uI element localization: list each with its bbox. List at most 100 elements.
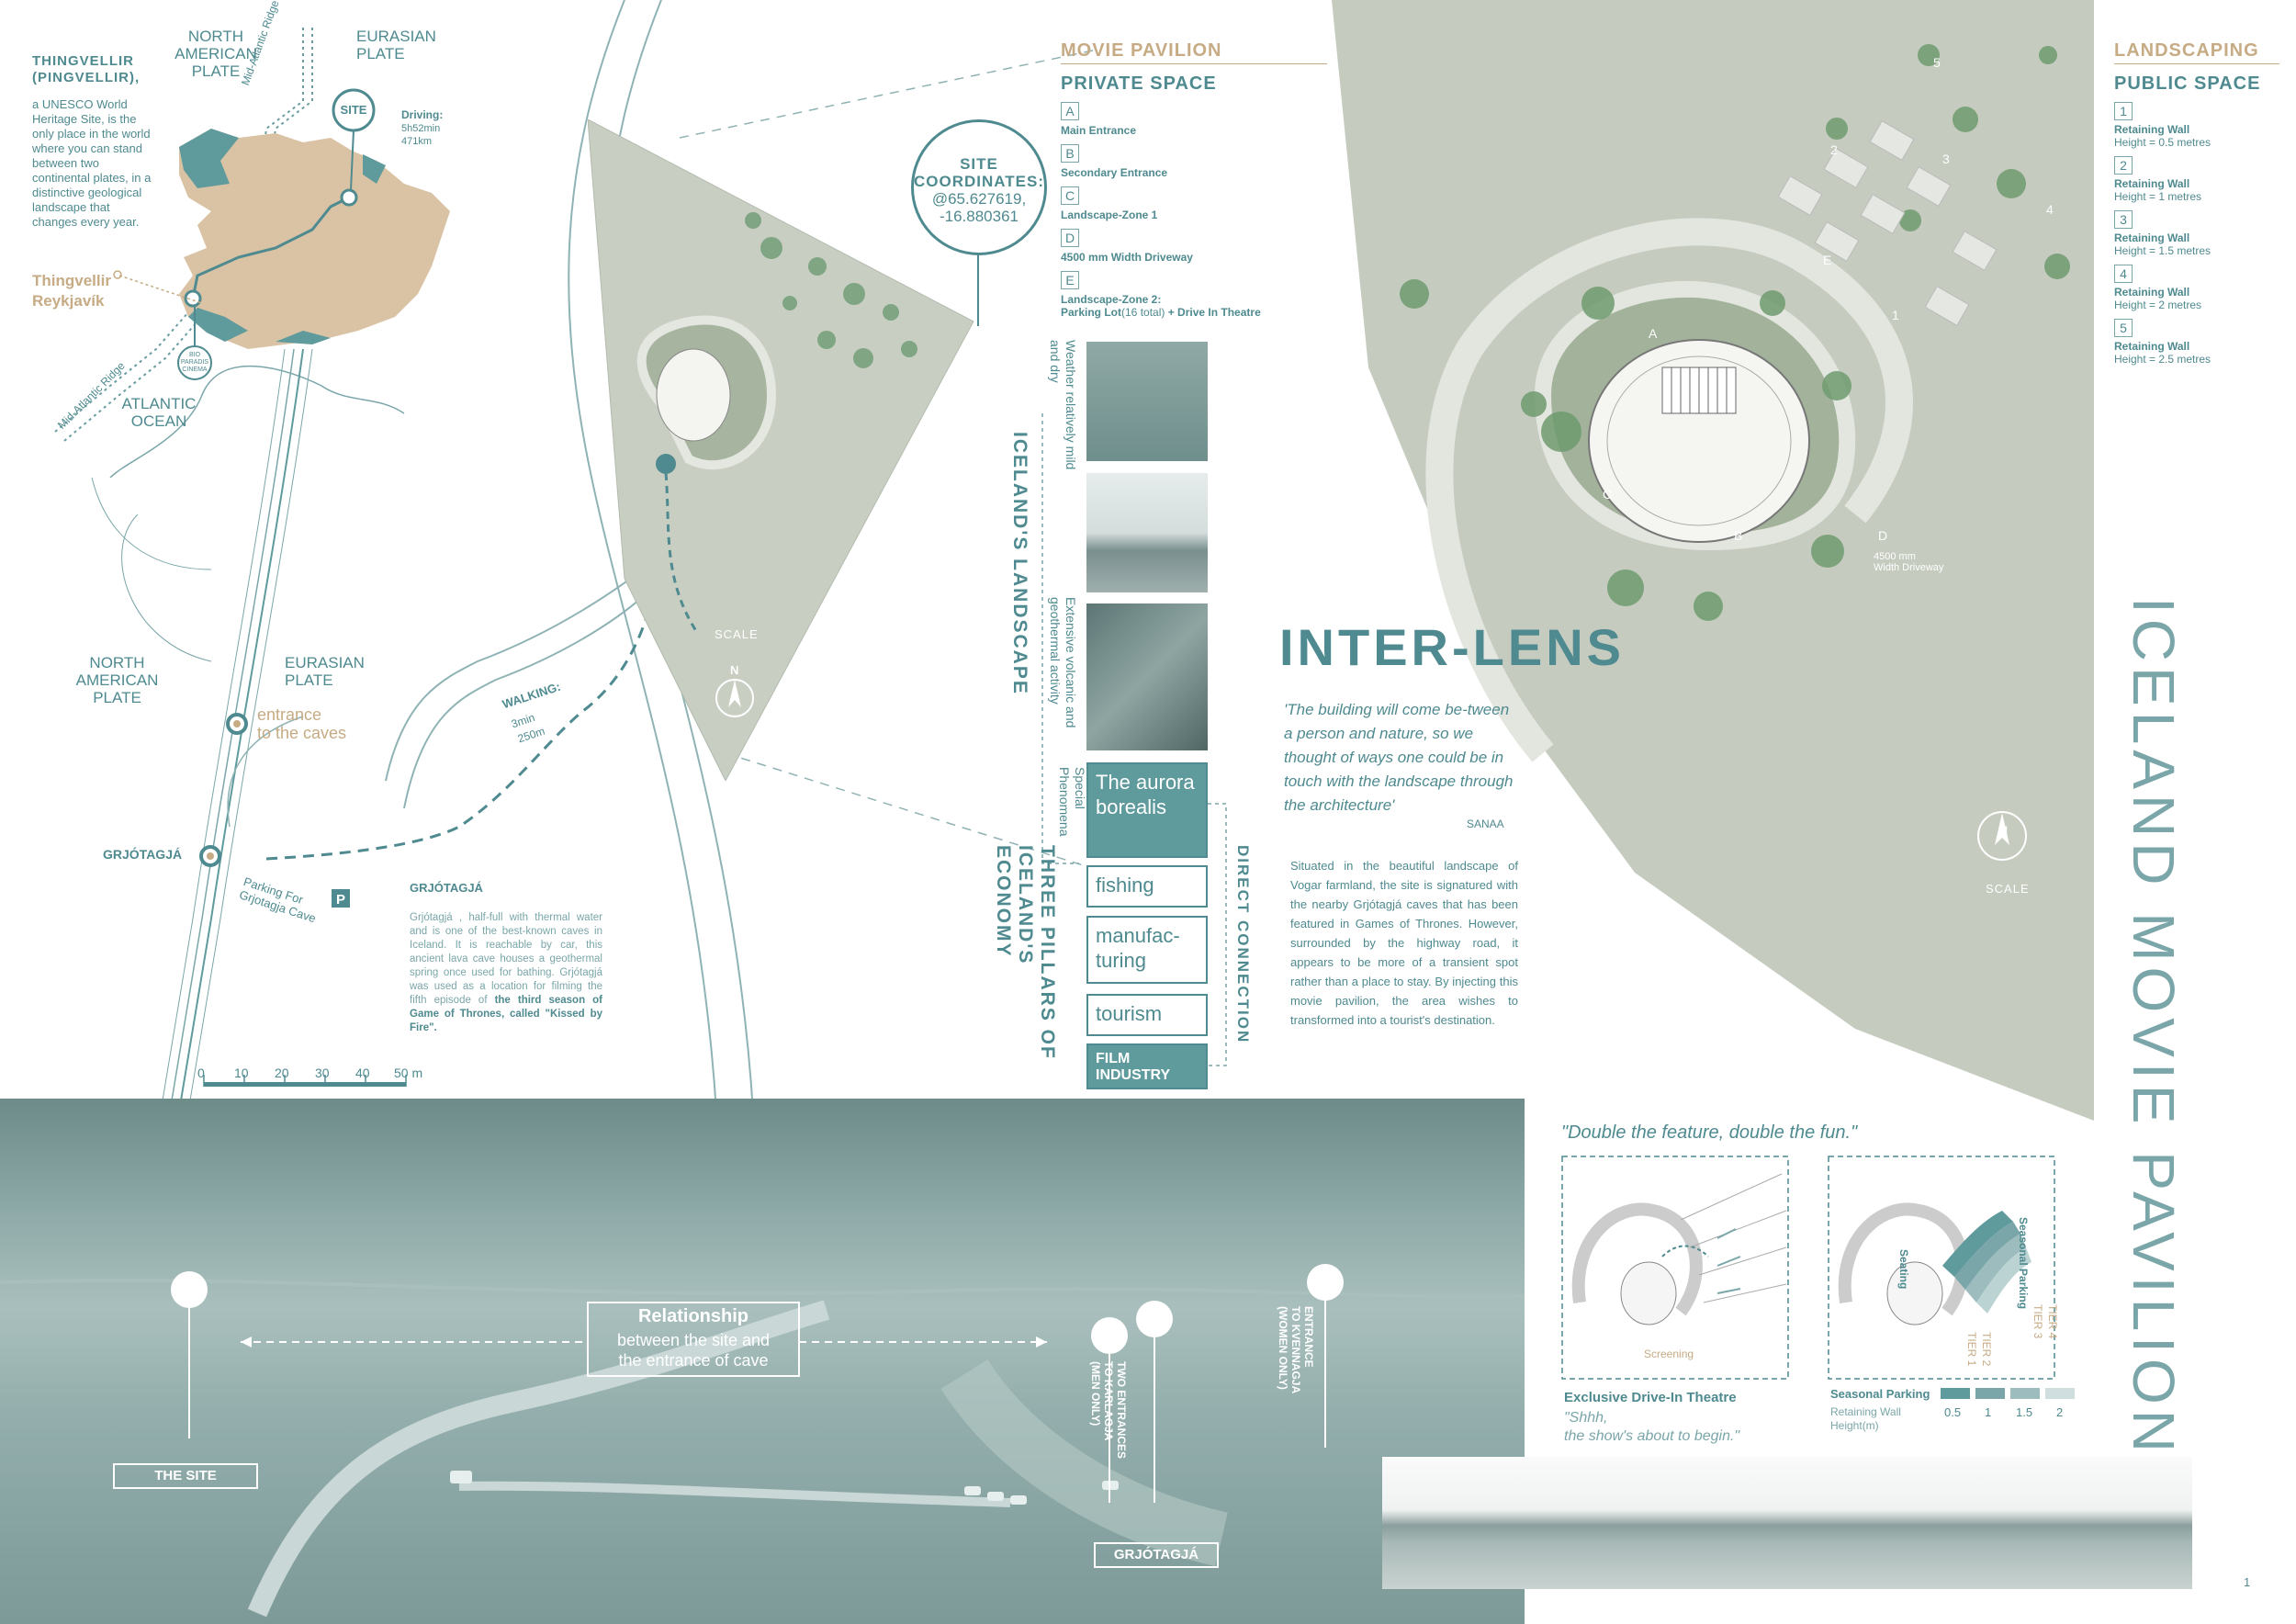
- driving-label: Driving:: [401, 108, 444, 121]
- swatch-2: [2045, 1388, 2075, 1399]
- seasonal-parking-rotated: Seasonal Parking: [2017, 1217, 2030, 1310]
- grjotagja-heading: GRJÓTAGJÁ: [410, 881, 483, 895]
- scale-bar-labels: 0 10 20 30 40 50 m: [197, 1066, 436, 1082]
- landscaping-item-detail: Height = 0.5 metres: [2114, 136, 2212, 149]
- retaining-wall-height-label: Retaining Wall Height(m): [1830, 1405, 1901, 1432]
- grjotagja-map-label: GRJÓTAGJÁ: [103, 847, 183, 862]
- legend-key: D: [1061, 229, 1079, 247]
- weather-photo: [1086, 342, 1208, 461]
- inter-lens-title: INTER-LENS: [1279, 618, 1625, 676]
- site-coordinates-value: @65.627619, -16.880361: [931, 190, 1027, 225]
- grjotagja-description: Grjótagjá , half-full with thermal water…: [410, 911, 602, 1035]
- landscaping-item-3: 3 Retaining Wall Height = 1.5 metres: [2114, 210, 2279, 257]
- iceland-landmass: [179, 129, 450, 349]
- landscaping-item-detail: Height = 1.5 metres: [2114, 244, 2212, 257]
- legend-item-a: A Main Entrance: [1061, 102, 1327, 137]
- site-coordinates-label: SITE COORDINATES:: [914, 155, 1045, 190]
- landscape-photo: [1086, 473, 1208, 592]
- legend-key: A: [1061, 102, 1079, 120]
- scale-tick: 10: [234, 1066, 249, 1080]
- thingvellir-description: a UNESCO World Heritage Site, is the onl…: [32, 97, 152, 229]
- plan-label-3: 3: [1942, 152, 1950, 166]
- inter-lens-body: Situated in the beautiful landscape of V…: [1290, 859, 1518, 1027]
- landscaping-item-2: 2 Retaining Wall Height = 1 metres: [2114, 156, 2279, 203]
- atlantic-ocean: ATLANTIC OCEAN: [121, 395, 197, 430]
- landscaping-item-detail: Height = 2 metres: [2114, 299, 2202, 311]
- iceland-map-panel: THINGVELLIR (PINGVELLIR), a UNESCO World…: [0, 0, 478, 479]
- svg-text:P: P: [336, 892, 345, 908]
- north-american-plate-top: NORTH AMERICAN PLATE: [174, 28, 257, 80]
- grjotagja-bold: the third season of Game of Thrones, cal…: [410, 995, 602, 1033]
- site-label: SITE: [340, 103, 367, 117]
- legend-value: 0.5: [1944, 1405, 1962, 1419]
- landscaping-item-title: Retaining Wall: [2114, 340, 2190, 353]
- tier-labels: TIER 1 TIER 2 TIER 3 TIER 4: [1965, 1304, 2059, 1378]
- plan-label-2: 2: [1830, 142, 1838, 157]
- tier-2: TIER 2: [1980, 1332, 1993, 1367]
- panorama-photo: [1382, 1457, 2192, 1589]
- aerial-photo: Relationship between the site and the en…: [0, 1099, 1525, 1624]
- eurasian-plate-top: EURASIAN PLATE: [356, 28, 436, 62]
- legend-item-c: C Landscape-Zone 1: [1061, 186, 1327, 221]
- grjotagja-photo-label: GRJÓTAGJÁ: [1113, 1547, 1199, 1562]
- thingvellir-title: THINGVELLIR (PINGVELLIR),: [32, 53, 141, 85]
- legend-value: 1: [1985, 1405, 1992, 1419]
- drive-in-subtitle: "Shhh, the show's about to begin.": [1564, 1410, 1740, 1444]
- driveway-label: 4500 mm Width Driveway: [1874, 551, 1944, 573]
- legend-item-b: B Secondary Entrance: [1061, 144, 1327, 179]
- weather-caption: Weather relatively mild and dry: [1048, 340, 1078, 470]
- swatch-1-5: [2010, 1388, 2040, 1399]
- coord-pin-line: [977, 253, 979, 326]
- landscaping-heading: LANDSCAPING: [2114, 40, 2279, 64]
- legend-item-e: E Landscape-Zone 2: Parking Lot(16 total…: [1061, 271, 1327, 319]
- plan-label-5: 5: [1933, 55, 1941, 70]
- two-entrances-label: TWO ENTRANCES TO KARLAGJA (MEN ONLY): [1089, 1361, 1128, 1459]
- legend-text: Landscape-Zone 2:: [1061, 293, 1162, 306]
- entrance-to-caves: entrance to the caves: [257, 705, 347, 742]
- seasonal-parking-legend: Seasonal Parking: [1830, 1387, 1930, 1401]
- site-plan-small: [588, 119, 974, 781]
- the-site-label: THE SITE: [154, 1468, 217, 1483]
- public-space-heading: PUBLIC SPACE: [2114, 73, 2261, 94]
- entrance-women-label: ENTRANCE TO KVENNAGJA (WOMEN ONLY): [1277, 1306, 1315, 1394]
- cinema-label: BIO PARADIS CINEMA: [180, 352, 209, 373]
- aerial-photo-art: [0, 1264, 1525, 1618]
- special-caption: Special Phenomena: [1057, 767, 1087, 837]
- seating-label: Seating: [1897, 1249, 1910, 1290]
- large-plan-north-label: N: [1998, 823, 2009, 838]
- driving-time: 5h52min: [401, 123, 441, 134]
- reykjavik-place: Reykjavík: [32, 292, 105, 310]
- north-american-plate-bottom: NORTH AMERICAN PLATE: [75, 654, 159, 706]
- legend-key: B: [1061, 144, 1079, 163]
- scale-tick: 40: [355, 1066, 370, 1080]
- direct-connection-bracket: [1208, 803, 1227, 1066]
- landscaping-item-detail: Height = 2.5 metres: [2114, 353, 2212, 366]
- page-number: 1: [2244, 1575, 2251, 1589]
- legend-text: 4500 mm Width Driveway: [1061, 251, 1193, 264]
- legend-text: Landscape-Zone 1: [1061, 209, 1158, 221]
- landscaping-key: 2: [2114, 156, 2133, 175]
- legend-swatches: [1941, 1388, 2075, 1399]
- grjotagja-body: Grjótagjá , half-full with thermal water…: [410, 912, 602, 1006]
- tier-4: TIER 4: [2046, 1304, 2059, 1339]
- pillar-aurora: The aurora borealis: [1086, 762, 1208, 858]
- landscaping-key: 4: [2114, 265, 2133, 283]
- legend-key: C: [1061, 186, 1079, 205]
- icelands-landscape-title: ICELAND'S LANDSCAPE: [1009, 432, 1030, 695]
- plan-label-4: 4: [2046, 202, 2054, 217]
- pillar-tourism: tourism: [1086, 994, 1208, 1036]
- legend-value: 1.5: [2016, 1405, 2033, 1419]
- relationship-body: between the site and the entrance of cav…: [616, 1331, 771, 1370]
- movie-pavilion-legend: MOVIE PAVILION PRIVATE SPACE A Main Entr…: [1061, 40, 1327, 319]
- plan-label-c: C: [1603, 487, 1613, 502]
- plan-label-1: 1: [1892, 308, 1899, 322]
- pillar-fishing: fishing: [1086, 865, 1208, 908]
- relationship-title: Relationship: [637, 1306, 748, 1326]
- tier-1: TIER 1: [1965, 1332, 1978, 1367]
- scale-tick: 30: [315, 1066, 330, 1080]
- landscaping-items: 1 Retaining Wall Height = 0.5 metres 2 R…: [2114, 102, 2279, 366]
- drive-in-diagrams: [1561, 1156, 2055, 1380]
- direct-connection-label: DIRECT CONNECTION: [1234, 845, 1252, 1044]
- landscaping-legend: LANDSCAPING PUBLIC SPACE 1 Retaining Wal…: [2114, 40, 2279, 366]
- landscaping-item-detail: Height = 1 metres: [2114, 190, 2202, 203]
